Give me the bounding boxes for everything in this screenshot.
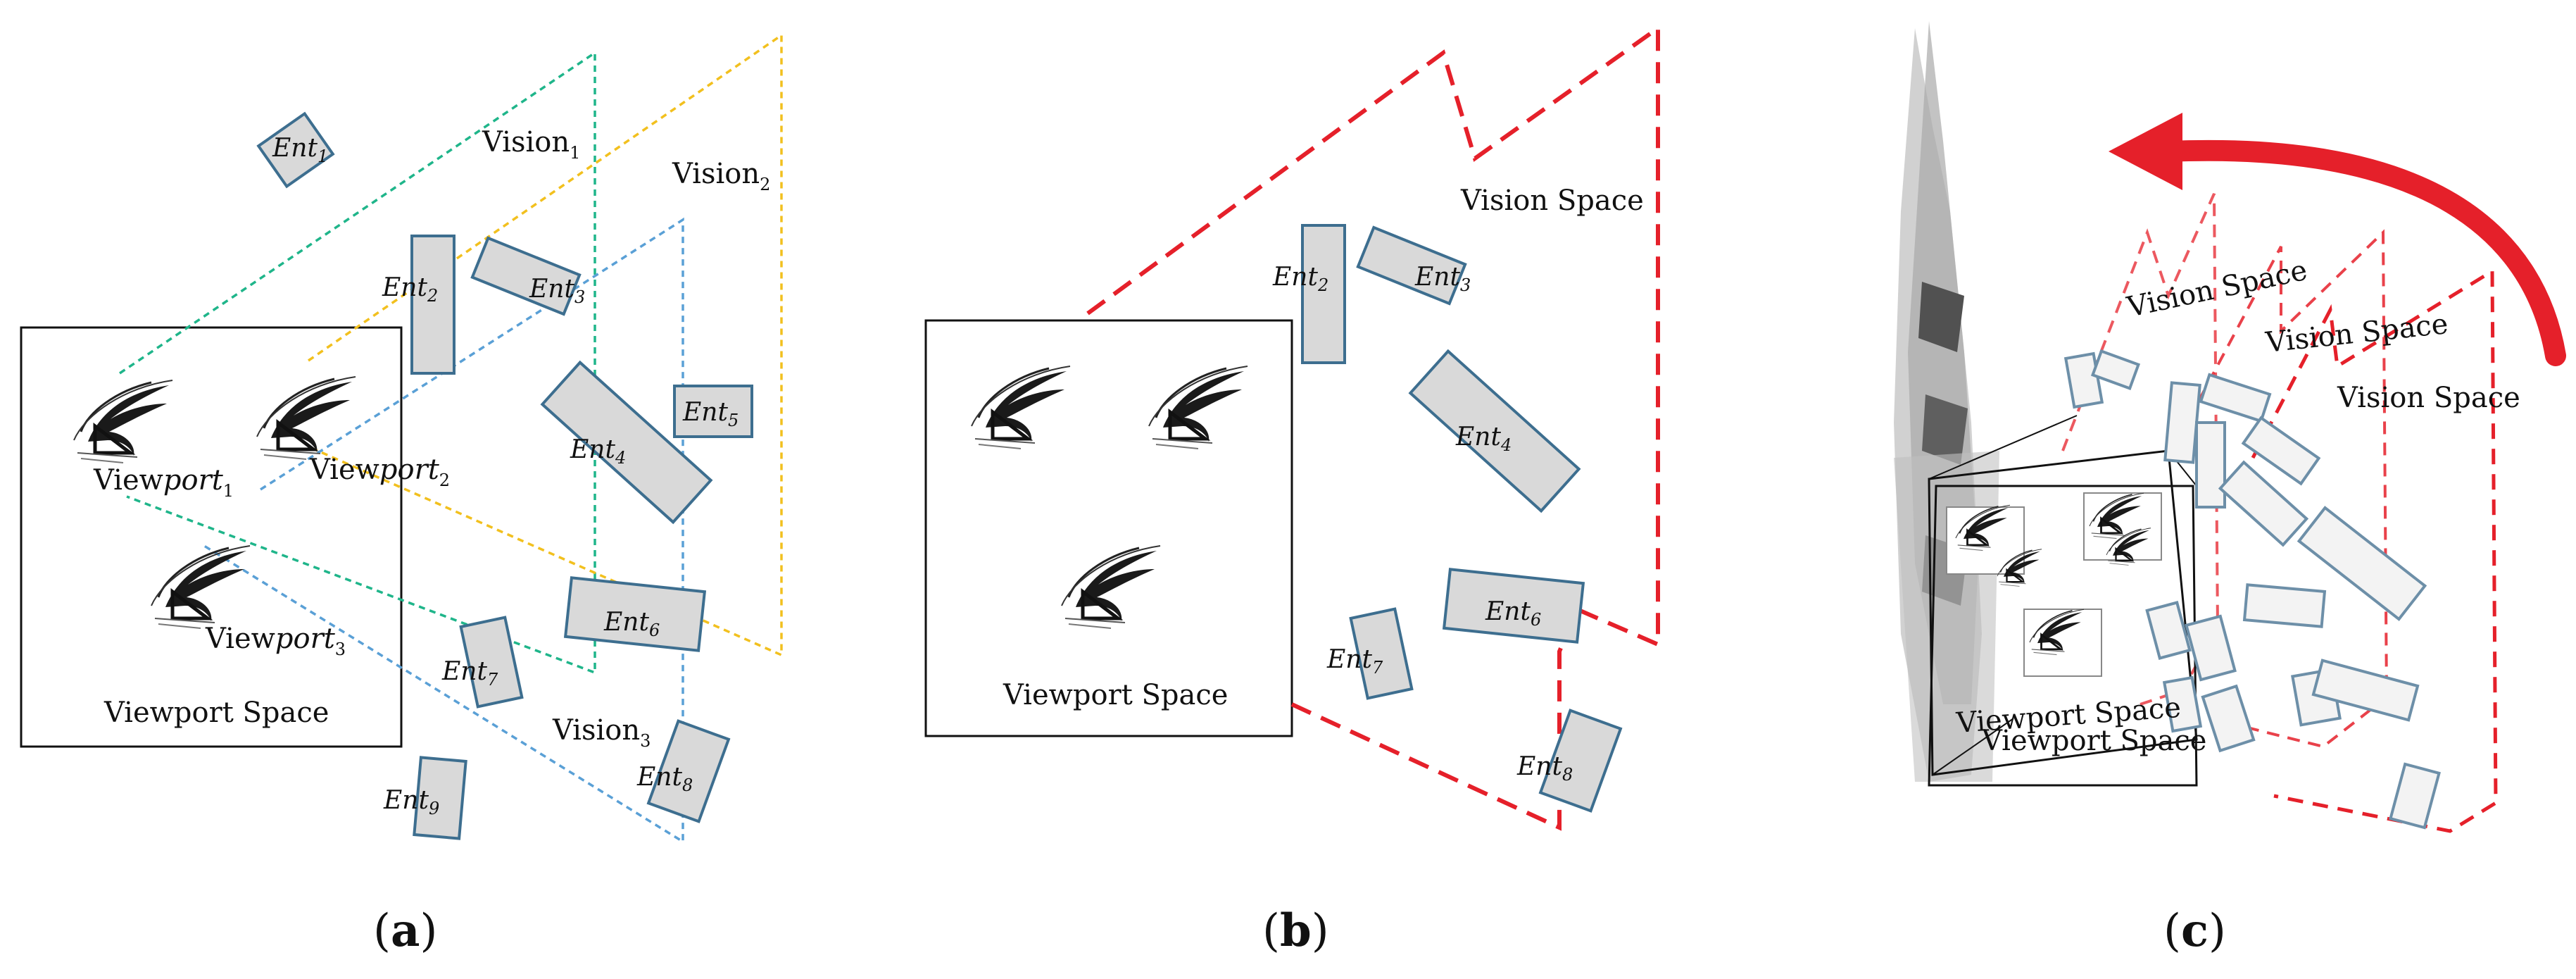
vision-2-cone — [308, 32, 783, 657]
panel-b-caption: (b) — [1262, 904, 1329, 957]
vision-3-cone — [203, 217, 684, 844]
entity-3-rect — [470, 236, 582, 316]
viewport-2-label: Viewport2 — [309, 454, 450, 490]
panel-c: Vision Space Vision Space Vision Space V… — [1894, 21, 2566, 957]
entity-rect-c — [2090, 349, 2141, 391]
entity-1-label: Ent1 — [272, 134, 328, 166]
entity-6-label: Ent6 — [1485, 597, 1541, 630]
entity-4-rect — [1408, 349, 1581, 513]
entity-rect-c — [2201, 684, 2256, 753]
entity-rect-c — [2199, 373, 2272, 423]
entity-3-label: Ent3 — [529, 275, 585, 307]
entity-3-label: Ent3 — [1414, 263, 1471, 295]
entity-9-label: Ent9 — [383, 786, 439, 818]
entity-rect-c — [2163, 381, 2201, 464]
viewport-space-label-2: Viewport Space — [1981, 725, 2206, 757]
stacked-viewport-planes — [1894, 21, 1999, 782]
entity-rect-c — [2145, 601, 2192, 660]
vision-1-label: Vision1 — [482, 126, 580, 163]
rotation-arrow-head — [2109, 113, 2182, 190]
entity-6-rect — [563, 576, 707, 652]
viewport-space-box — [924, 319, 1293, 737]
viewport-1-eye-icon — [74, 380, 172, 463]
viewport-1-label: Viewport1 — [93, 464, 234, 501]
viewport-eye-icon-3 — [1062, 546, 1160, 628]
vision-1-cone — [119, 50, 596, 675]
entity-2-rect — [410, 235, 455, 375]
viewport-space-box-front — [1928, 485, 2198, 787]
viewport-space-label: Viewport Space — [103, 697, 329, 729]
vision-3-label: Vision3 — [552, 714, 651, 751]
entity-8-rect — [1538, 709, 1623, 813]
entity-2-label: Ent2 — [1272, 263, 1328, 295]
entity-rect-c — [2241, 416, 2321, 486]
vision-space-label-2: Vision Space — [2263, 308, 2449, 359]
entity-6-label: Ent6 — [603, 608, 660, 640]
viewport-eye-icon-2 — [1149, 366, 1248, 449]
panel-c-caption: (c) — [2163, 904, 2226, 957]
entity-8-rect — [646, 719, 731, 823]
entity-9-rect — [413, 756, 467, 840]
entity-7-label: Ent7 — [441, 657, 498, 690]
entity-7-rect — [459, 616, 524, 709]
vision-space-boundary-front — [2251, 268, 2498, 833]
entity-7-rect — [1349, 607, 1414, 700]
entity-rect-c — [2218, 460, 2309, 547]
entity-7-label: Ent7 — [1326, 645, 1383, 678]
panel-b: Vision Space Viewport Space Ent2 Ent3 En… — [924, 24, 1660, 957]
entity-5-rect — [673, 385, 753, 438]
entity-4-rect — [540, 360, 713, 525]
panel-a-caption: (a) — [373, 904, 437, 957]
entity-8-label: Ent8 — [636, 763, 693, 795]
viewport-space-box — [20, 326, 403, 748]
entity-3-rect — [1356, 225, 1467, 306]
entity-5-label: Ent5 — [682, 398, 739, 430]
entity-rect-c — [2162, 675, 2203, 733]
viewport-eye-icon-1 — [972, 366, 1070, 449]
entity-rect-c — [2311, 659, 2420, 722]
rotation-arrow-icon — [2158, 139, 2566, 366]
vision-2-label: Vision2 — [672, 158, 770, 194]
vision-space-label: Vision Space — [1460, 185, 1644, 217]
entity-rect-c — [2185, 614, 2237, 682]
entity-6-rect — [1442, 568, 1585, 644]
entity-rect-c — [2389, 762, 2441, 830]
viewport-3-eye-icon — [151, 546, 250, 628]
entity-8-label: Ent8 — [1516, 752, 1573, 785]
viewport-2-eye-icon — [257, 377, 356, 459]
viewport-3-label: Viewport3 — [205, 623, 346, 659]
entity-rect-c — [2195, 421, 2226, 509]
entity-4-label: Ent4 — [1455, 423, 1512, 455]
entity-4-label: Ent4 — [570, 435, 626, 468]
vision-space-label-3: Vision Space — [2337, 382, 2520, 414]
entity-2-label: Ent2 — [382, 273, 438, 306]
entity-2-rect — [1301, 224, 1346, 364]
entity-rect-c — [2297, 506, 2427, 621]
entity-rect-c — [2242, 583, 2327, 628]
panel-a: Vision1 Vision2 Vision3 Viewport1 Viewpo… — [20, 32, 783, 957]
viewport-space-label: Viewport Space — [1003, 679, 1228, 711]
entity-1-rect — [256, 111, 335, 189]
vision-space-boundary-middle — [2167, 229, 2389, 749]
